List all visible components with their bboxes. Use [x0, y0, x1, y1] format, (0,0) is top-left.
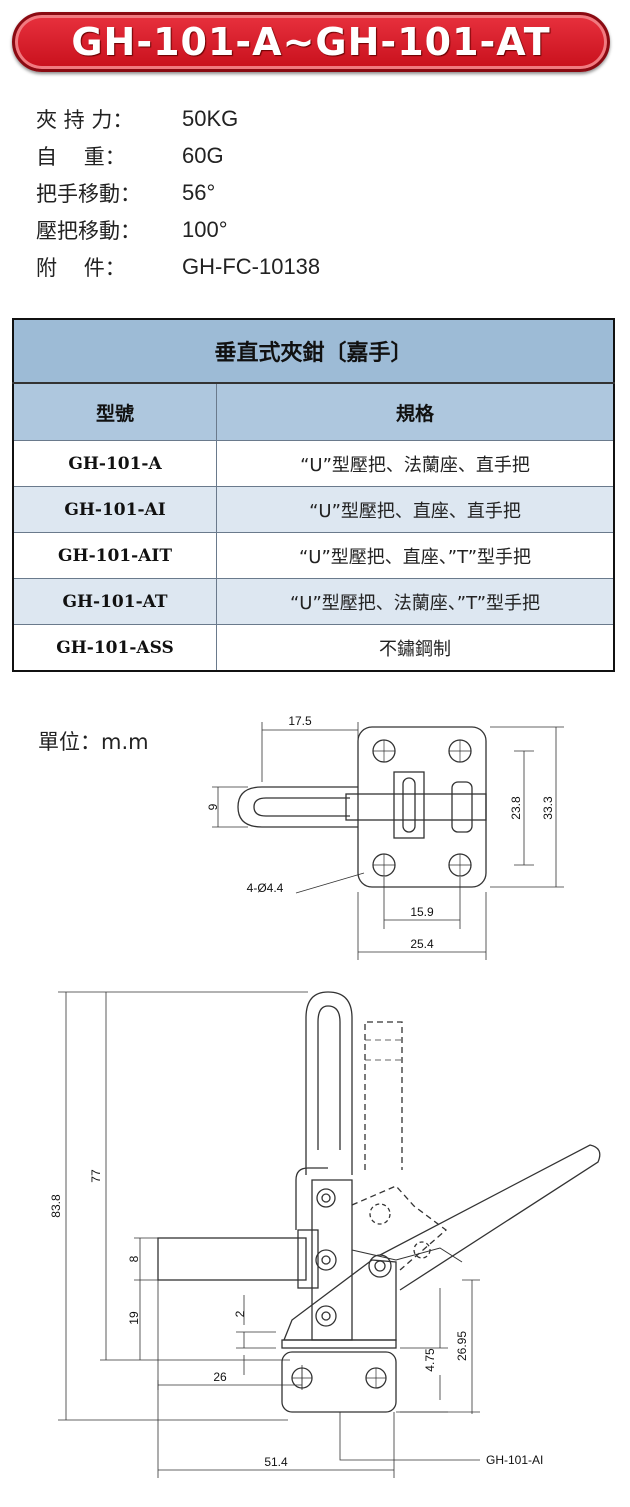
column-header-model: 型號: [12, 382, 217, 441]
unit-label: 單位：m.m: [38, 730, 149, 754]
dim-26-95: 26.95: [455, 1331, 469, 1361]
model-cell: GH-101-AT: [12, 578, 217, 625]
table-row: GH-101-ASS 不鏽鋼制: [12, 624, 615, 672]
spec-value: 100°: [182, 216, 228, 242]
spec-label: 把手移動：: [36, 181, 141, 206]
dim-51-4: 51.4: [264, 1455, 288, 1469]
model-cell: GH-101-AI: [12, 486, 217, 533]
dim-hole: 4-Ø4.4: [247, 881, 284, 895]
model-cell: GH-101-AIT: [12, 532, 217, 579]
spec-label: 自 重：: [36, 144, 126, 169]
model-cell: GH-101-ASS: [12, 624, 217, 672]
dim-25-4: 25.4: [410, 937, 434, 951]
dim-23-8: 23.8: [509, 796, 523, 820]
spec-row-bar-travel: 壓把移動： 100°: [36, 211, 320, 248]
table-title: 垂直式夾鉗〔嘉手〕: [12, 318, 615, 384]
dim-77: 77: [89, 1169, 103, 1183]
dim-26: 26: [213, 1370, 227, 1384]
technical-drawing: 17.5 9 23.8 33.3 4-Ø4.4 15.9 25.4 83.8 7…: [49, 714, 601, 1478]
column-header-spec: 規格: [216, 382, 615, 441]
spec-list: 夾 持 力： 50KG 自 重： 60G 把手移動： 56° 壓把移動： 100…: [36, 100, 320, 285]
model-table: 垂直式夾鉗〔嘉手〕 型號 規格 GH-101-A “U”型壓把、法蘭座、直手把 …: [12, 318, 615, 672]
table-row: GH-101-AIT “U”型壓把、直座、”T”型手把: [12, 532, 615, 579]
table-row: GH-101-A “U”型壓把、法蘭座、直手把: [12, 440, 615, 487]
dim-33-3: 33.3: [541, 796, 555, 820]
product-title: GH-101-A~GH-101-AT: [71, 20, 551, 64]
table-row: GH-101-AT “U”型壓把、法蘭座、”T”型手把: [12, 578, 615, 625]
spec-cell: 不鏽鋼制: [216, 624, 615, 672]
spec-value: 50KG: [182, 105, 239, 131]
spec-cell: “U”型壓把、法蘭座、直手把: [216, 440, 615, 487]
spec-label: 附 件：: [36, 255, 126, 280]
table-row: GH-101-AI “U”型壓把、直座、直手把: [12, 486, 615, 533]
dim-83-8: 83.8: [49, 1194, 63, 1218]
dim-4-75: 4.75: [423, 1348, 437, 1372]
spec-cell: “U”型壓把、直座、”T”型手把: [216, 532, 615, 579]
spec-label: 壓把移動：: [36, 218, 141, 243]
spec-row-handle-travel: 把手移動： 56°: [36, 174, 320, 211]
dim-8: 8: [127, 1255, 141, 1262]
spec-label: 夾 持 力：: [36, 107, 134, 132]
dim-9: 9: [206, 803, 220, 810]
spec-cell: “U”型壓把、法蘭座、”T”型手把: [216, 578, 615, 625]
dim-19: 19: [127, 1311, 141, 1325]
model-cell: GH-101-A: [12, 440, 217, 487]
model-callout: GH-101-AI: [486, 1453, 543, 1467]
spec-value: 56°: [182, 179, 216, 205]
title-banner: GH-101-A~GH-101-AT: [12, 12, 610, 72]
spec-cell: “U”型壓把、直座、直手把: [216, 486, 615, 533]
spec-value: 60G: [182, 142, 224, 168]
dim-15-9: 15.9: [410, 905, 434, 919]
dim-17-5: 17.5: [288, 714, 312, 728]
dim-2: 2: [233, 1310, 247, 1317]
spec-value: GH-FC-10138: [182, 253, 321, 279]
spec-row-accessory: 附 件： GH-FC-10138: [36, 248, 320, 285]
spec-row-weight: 自 重： 60G: [36, 137, 320, 174]
spec-row-clamping-force: 夾 持 力： 50KG: [36, 100, 320, 137]
